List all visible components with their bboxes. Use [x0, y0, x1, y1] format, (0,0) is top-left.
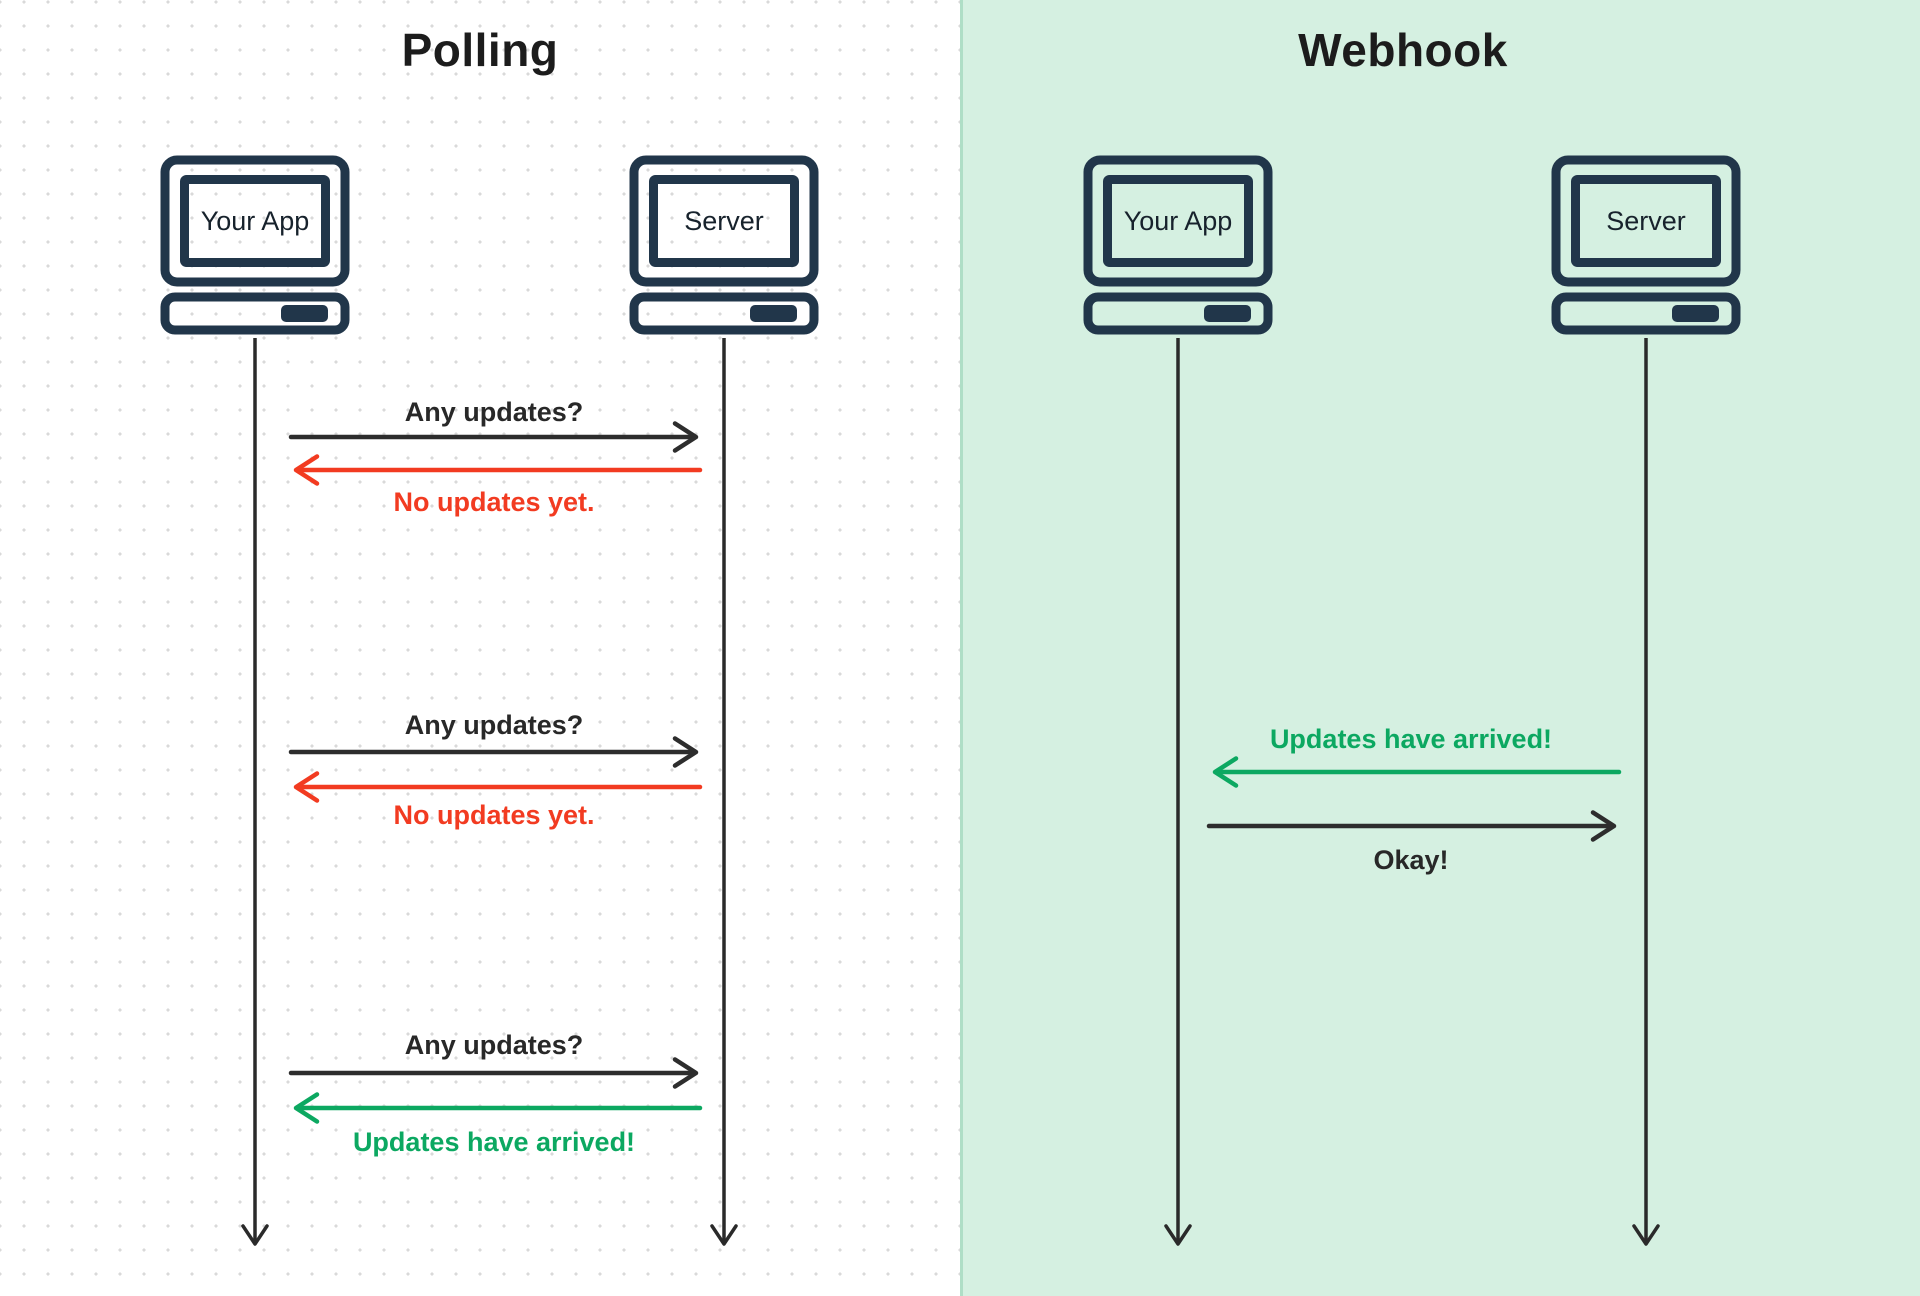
message-label: Any updates?	[404, 397, 584, 427]
lifeline-arrow-icon	[241, 338, 269, 1246]
polling-title: Polling	[401, 24, 559, 76]
arrow-right-icon	[288, 1057, 699, 1089]
message-label: Any updates?	[404, 1030, 584, 1060]
polling-panel: Polling Your App Server	[0, 0, 960, 1296]
computer-icon	[629, 155, 819, 335]
arrow-right-icon	[1206, 810, 1617, 842]
actor-label: Server	[684, 205, 764, 236]
arrow-right-icon	[288, 421, 699, 453]
webhook-server-node: Server	[1551, 155, 1741, 335]
arrow-right-icon	[288, 736, 699, 768]
message-label: Okay!	[1373, 845, 1449, 875]
computer-icon	[1551, 155, 1741, 335]
message-label: Updates have arrived!	[1269, 724, 1553, 754]
polling-server-node: Server	[629, 155, 819, 335]
arrow-left-icon	[1212, 756, 1622, 788]
arrow-left-icon	[293, 771, 703, 803]
arrow-left-icon	[293, 1092, 703, 1124]
message-label: Any updates?	[404, 710, 584, 740]
actor-label: Your App	[1123, 205, 1233, 236]
actor-label: Server	[1606, 205, 1686, 236]
actor-label: Your App	[200, 205, 310, 236]
arrow-left-icon	[293, 454, 703, 486]
lifeline-arrow-icon	[1164, 338, 1192, 1246]
lifeline-arrow-icon	[1632, 338, 1660, 1246]
message-label: No updates yet.	[393, 487, 595, 517]
message-label: No updates yet.	[393, 800, 595, 830]
message-label: Updates have arrived!	[352, 1127, 636, 1157]
webhook-title: Webhook	[1298, 24, 1508, 76]
lifeline-arrow-icon	[710, 338, 738, 1246]
computer-icon	[160, 155, 350, 335]
webhook-panel: Webhook Your App Server	[960, 0, 1920, 1296]
webhook-your-app-node: Your App	[1083, 155, 1273, 335]
polling-your-app-node: Your App	[160, 155, 350, 335]
computer-icon	[1083, 155, 1273, 335]
